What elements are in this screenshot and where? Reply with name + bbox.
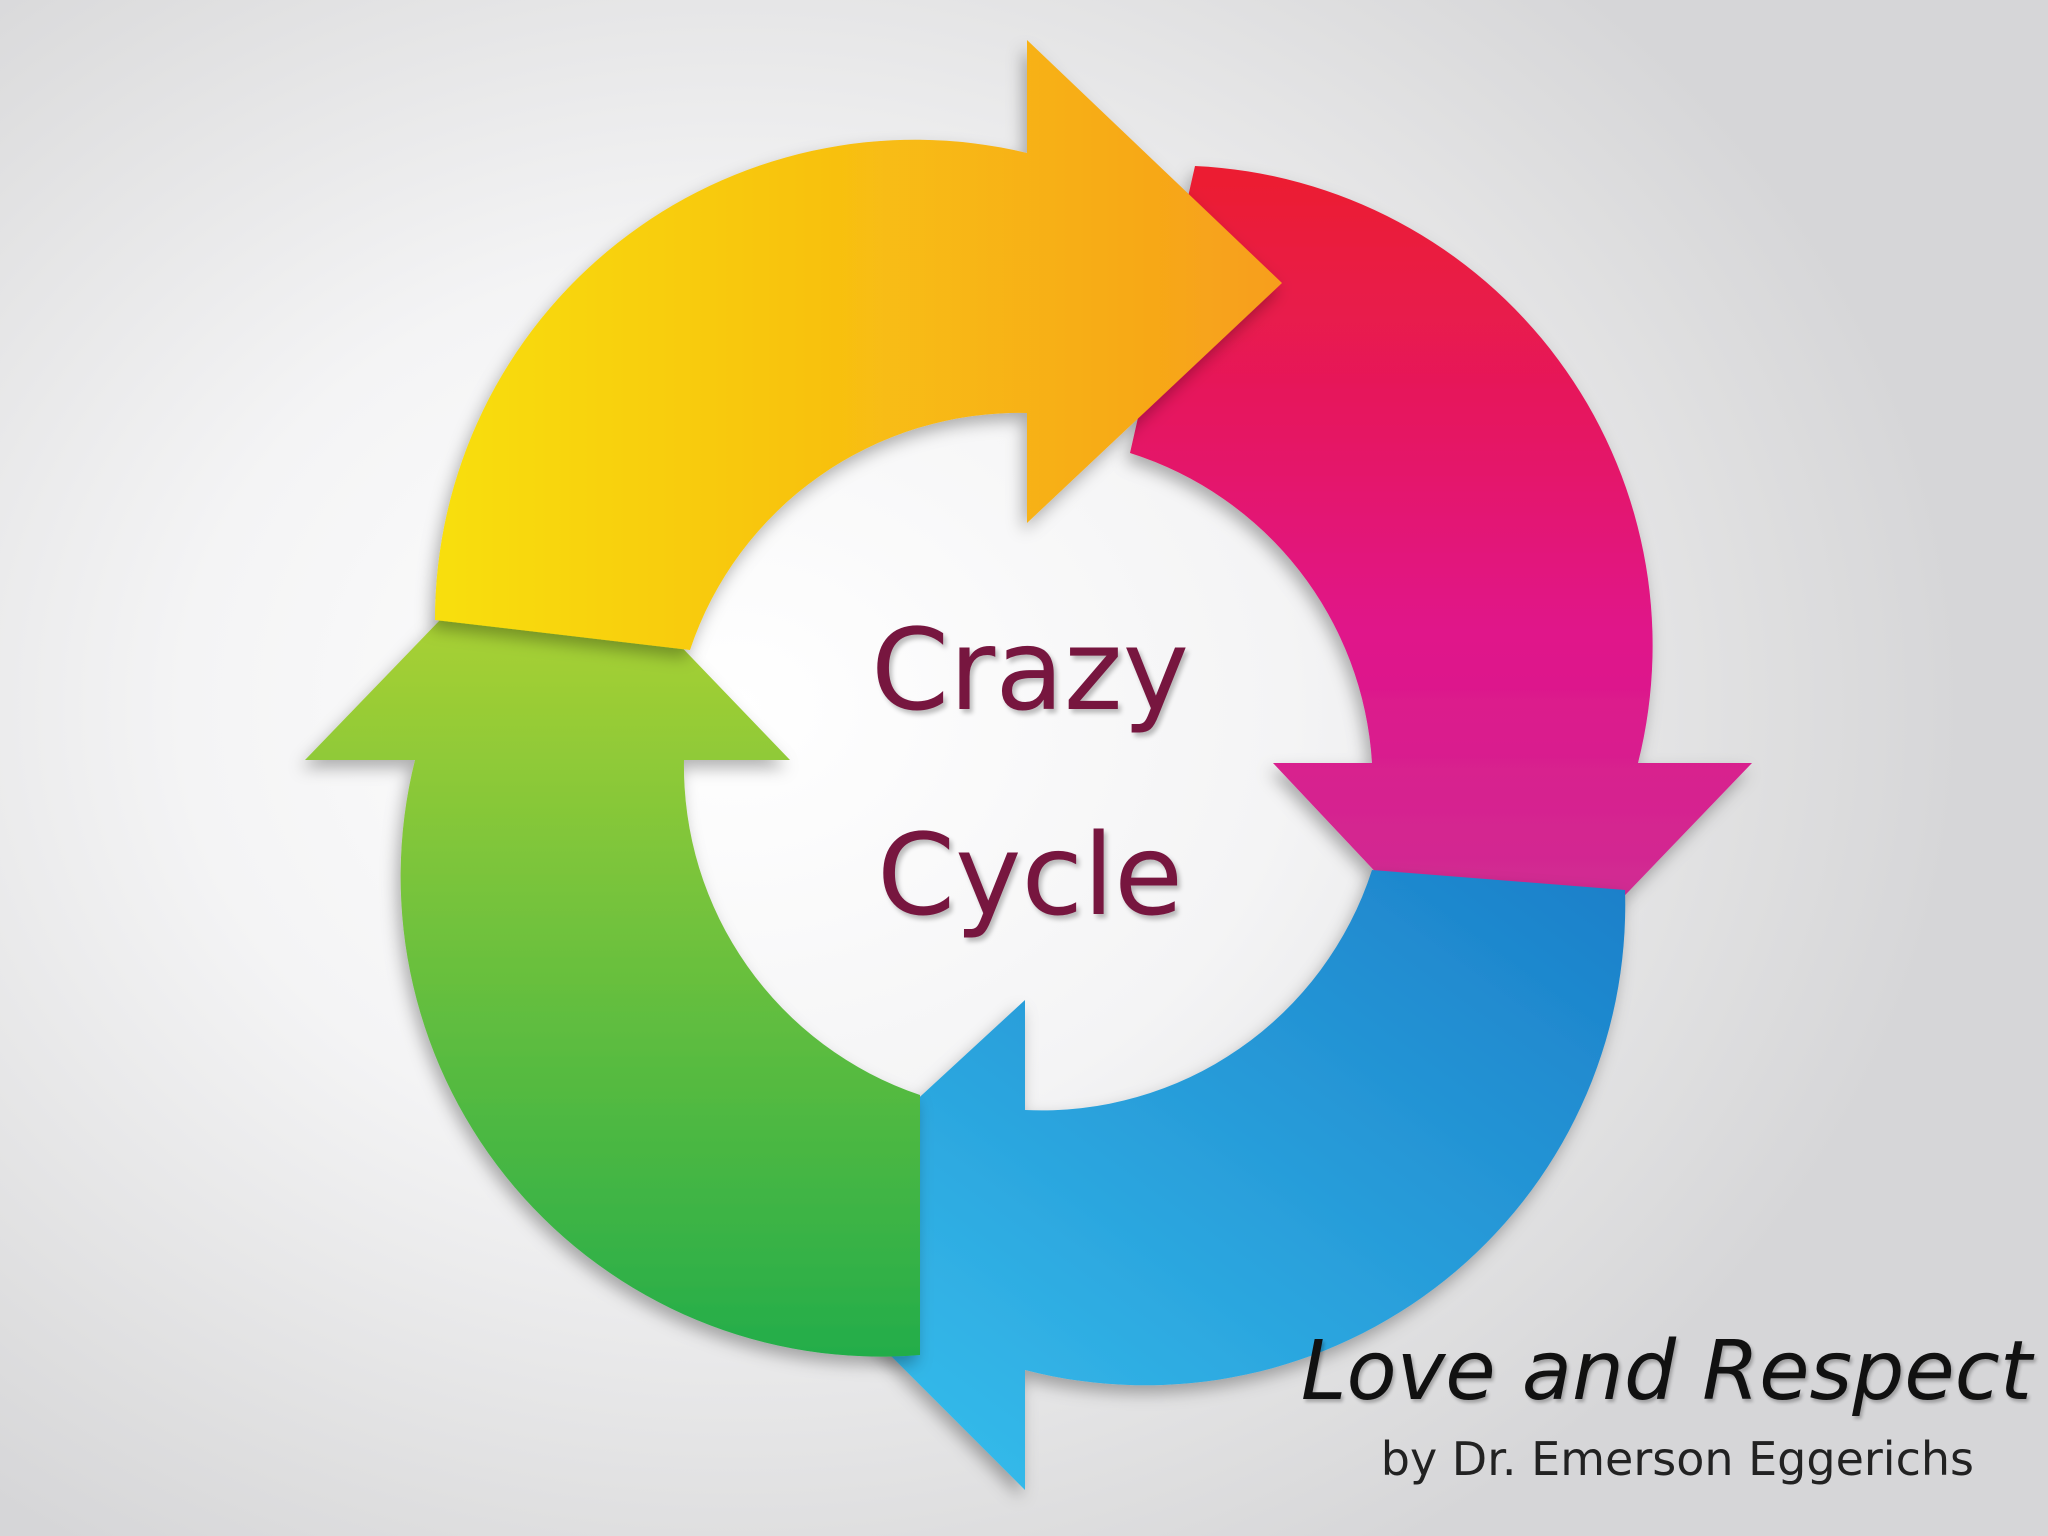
center-label-line-1: Crazy	[871, 606, 1189, 736]
book-author: by Dr. Emerson Eggerichs	[1380, 1432, 1974, 1486]
yellow-orange-arrow	[434, 40, 1282, 650]
red-magenta-arrow	[1130, 166, 1752, 1015]
center-label-line-2: Cycle	[876, 811, 1184, 941]
blue-arrow	[770, 870, 1626, 1490]
book-title: Love and Respect	[1300, 1324, 2032, 1419]
green-arrow	[305, 508, 920, 1357]
